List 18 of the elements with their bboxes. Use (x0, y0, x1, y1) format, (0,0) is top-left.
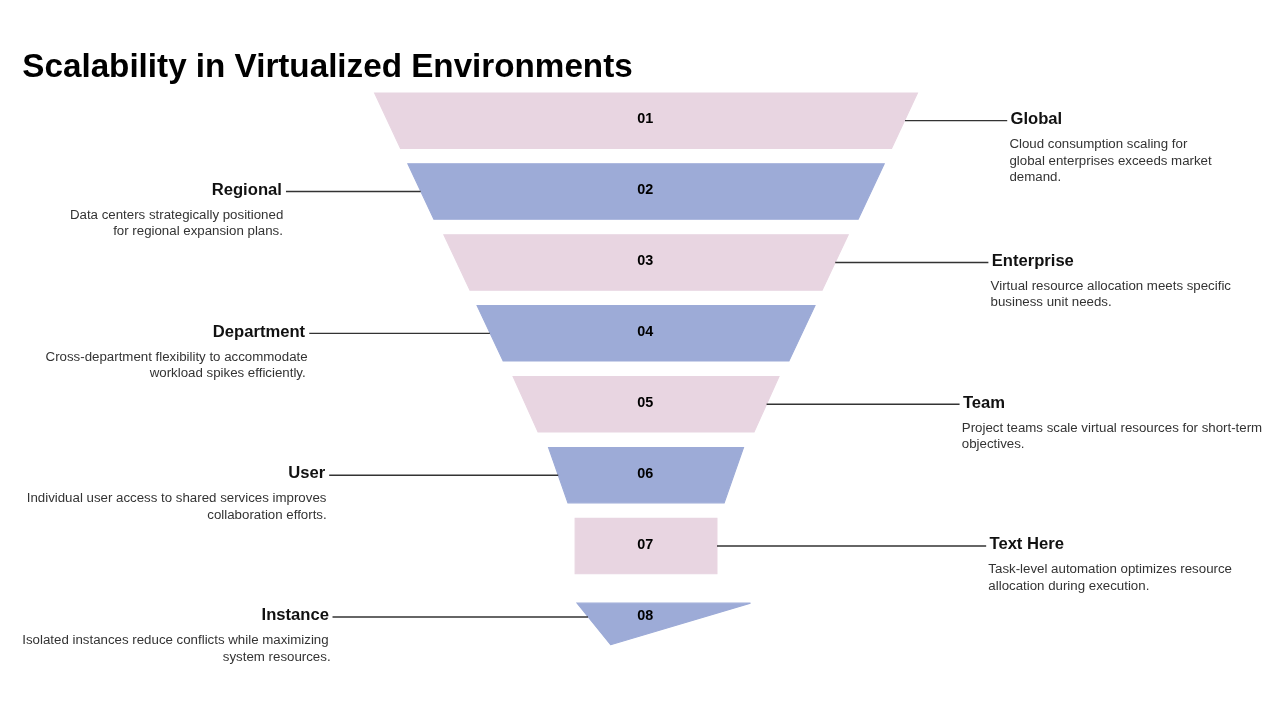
connector (715, 544, 987, 547)
node-text: Regional Data centers strategically positioned for regional expansion plans. (69, 179, 283, 238)
connector (765, 403, 960, 405)
node-text: User Individual user access to shared services improves collaboration efforts. (26, 462, 327, 522)
connector (327, 473, 559, 476)
connector (284, 190, 421, 192)
connector (331, 615, 589, 618)
connector (308, 332, 491, 334)
node-text: Team Project teams scale virtual resources for short-term objectives. (961, 392, 1262, 451)
node-text: Text Here Task-level automation optimizes resource allocation during execution. (987, 533, 1232, 593)
node-text: Department Cross-department flexibility to accommodate workload spikes efficiently. (45, 321, 308, 380)
node-text: Global Cloud consumption scaling for global enterprises exceeds market demand. (1008, 108, 1212, 184)
node-text: Instance Isolated instances reduce conflicts while maximizing system resources. (21, 604, 331, 664)
connector (834, 261, 989, 263)
diagram-title: Scalability in Virtualized Environments (21, 46, 633, 84)
node-box: 07 (574, 517, 717, 574)
connector (903, 119, 1008, 121)
node-text: Enterprise Virtual resource allocation meets specific business unit needs. (990, 250, 1231, 309)
